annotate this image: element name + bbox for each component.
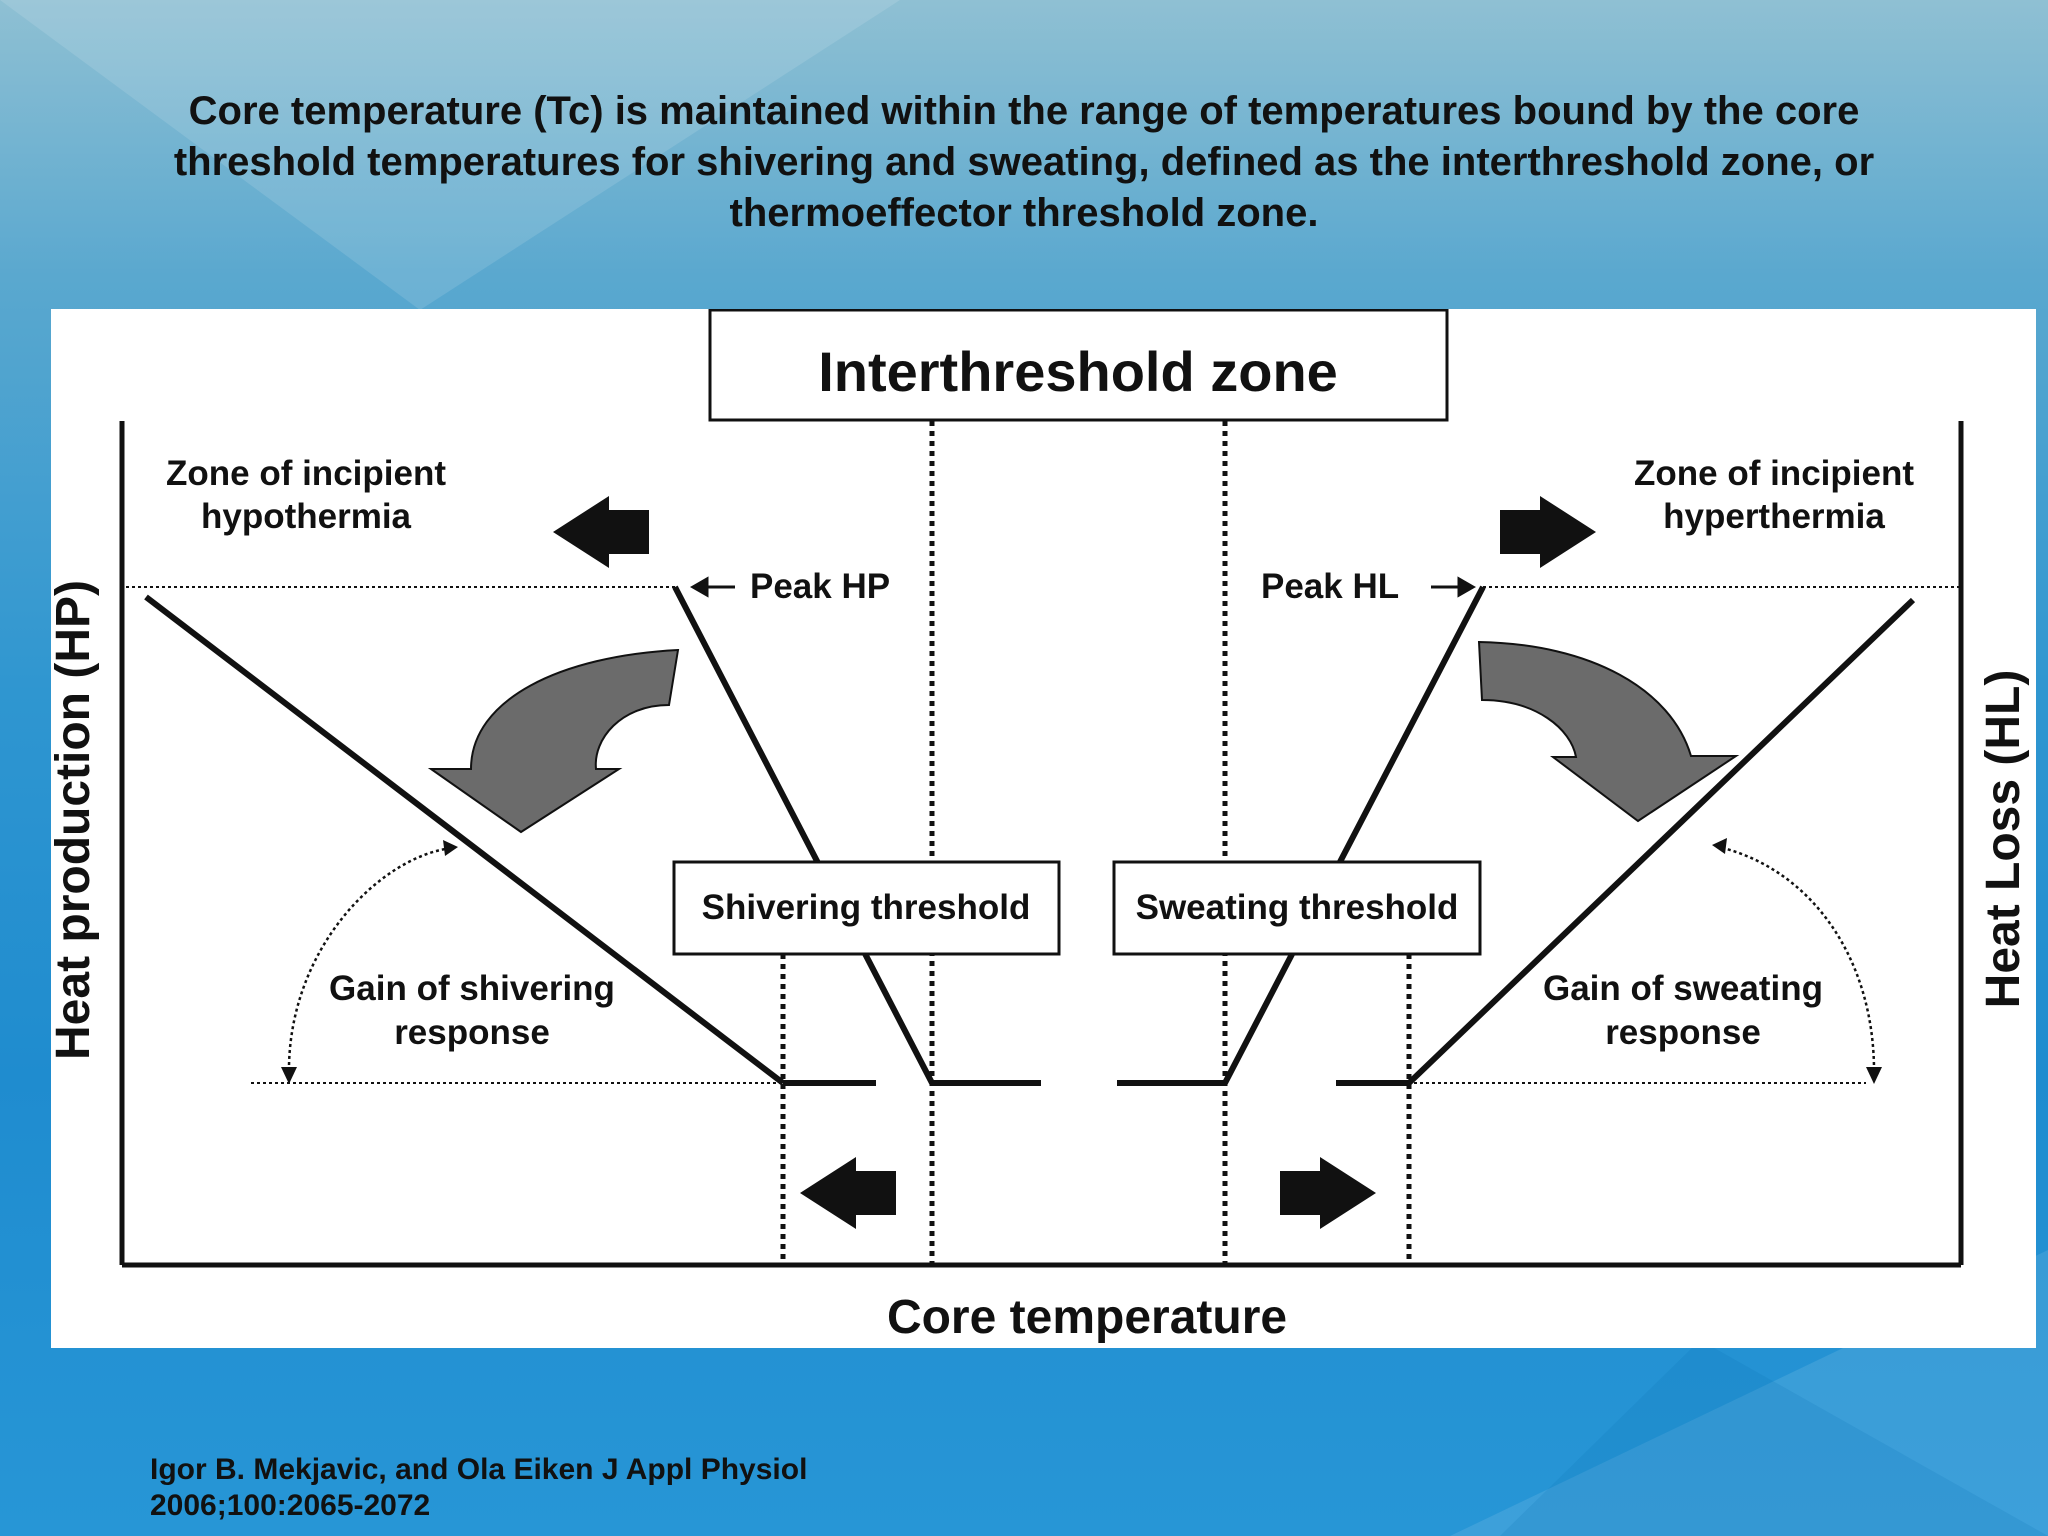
gain-sweating-arc-bottom-arrowhead [1866, 1067, 1882, 1084]
hypothermia-label-line2: hypothermia [201, 497, 412, 536]
heat-loss-lines [1117, 585, 1916, 1086]
citation-line1: Igor B. Mekjavic, and Ola Eiken J Appl P… [150, 1453, 808, 1486]
heat-production-lines [144, 585, 1041, 1086]
hyperthermia-arrow-icon [1500, 496, 1596, 568]
shivering-threshold-label: Shivering threshold [702, 888, 1031, 927]
gain-sweating-label-line1: Gain of sweating [1543, 969, 1823, 1008]
gain-sweating-arc-top-arrowhead [1712, 838, 1727, 854]
gain-shivering-label-line1: Gain of shivering [329, 969, 615, 1008]
gain-sweating-dotted-arc [1718, 845, 1876, 1078]
slide-title: Core temperature (Tc) is maintained with… [173, 89, 1875, 235]
hypothermia-label-line1: Zone of incipient [166, 454, 446, 493]
y-axis-left-label: Heat production (HP) [51, 580, 100, 1060]
citation: Igor B. Mekjavic, and Ola Eiken J Appl P… [150, 1452, 910, 1524]
peak-hp-label: Peak HP [750, 567, 890, 606]
gain-shivering-label-line2: response [394, 1013, 550, 1052]
gain-shivering-arc-top-arrowhead [443, 840, 458, 856]
thermoregulation-diagram: Interthreshold zone [51, 309, 2036, 1348]
y-axis-right-label: Heat Loss (HL) [1977, 670, 2030, 1009]
peak-hl-label: Peak HL [1261, 567, 1399, 606]
hyperthermia-label-line1: Zone of incipient [1634, 454, 1914, 493]
gain-sweating-label-line2: response [1605, 1013, 1761, 1052]
gain-shivering-arc-bottom-arrowhead [281, 1067, 297, 1084]
diagram-canvas: Interthreshold zone [51, 309, 2030, 1344]
shivering-threshold-box [672, 860, 1061, 956]
hyperthermia-label-line2: hyperthermia [1663, 497, 1885, 536]
interthreshold-label: Interthreshold zone [818, 340, 1338, 403]
warming-direction-arrow-icon [1280, 1157, 1376, 1229]
peak-hp-arrow-icon [689, 576, 735, 598]
peak-hl-arrow-icon [1431, 576, 1477, 598]
sweating-gain-curved-arrow-icon [1477, 640, 1740, 823]
hypothermia-arrow-icon [553, 496, 649, 568]
citation-line2: 2006;100:2065-2072 [150, 1489, 431, 1522]
shivering-gain-curved-arrow-icon [427, 648, 680, 834]
x-axis-label: Core temperature [887, 1291, 1287, 1344]
cooling-direction-arrow-icon [800, 1157, 896, 1229]
interthreshold-box [708, 309, 1449, 422]
gain-shivering-dotted-arc [287, 846, 453, 1078]
sweating-threshold-box [1112, 860, 1482, 956]
sweating-threshold-label: Sweating threshold [1136, 888, 1459, 927]
